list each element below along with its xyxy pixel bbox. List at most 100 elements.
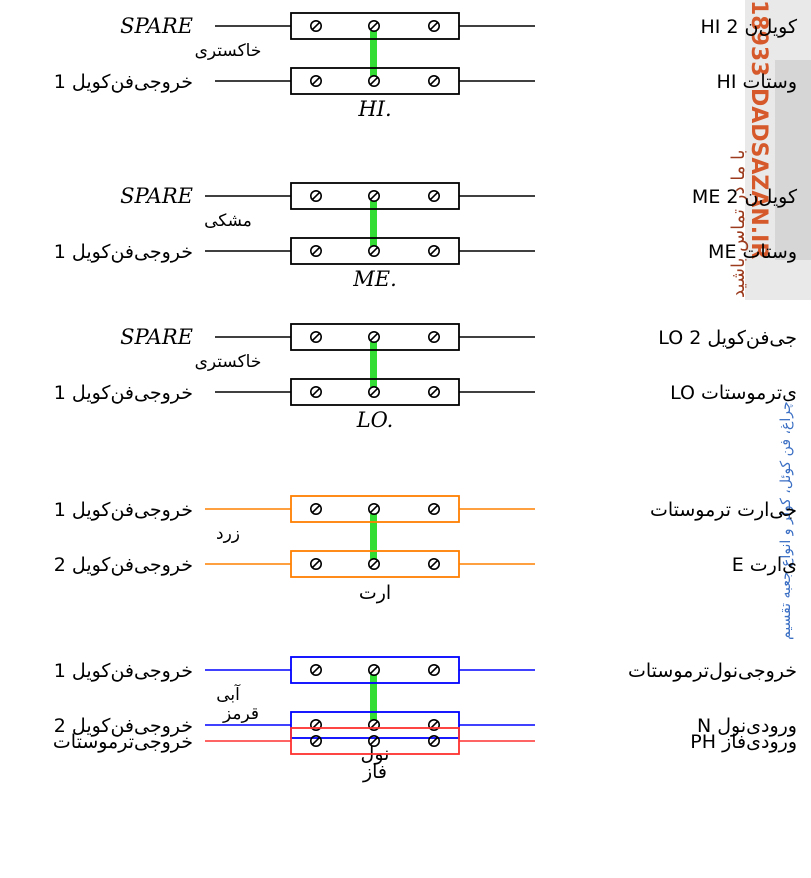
terminal-strip [290, 378, 460, 406]
screw-slot [369, 332, 379, 342]
screw-icon [309, 190, 322, 203]
screw-icon [309, 502, 322, 515]
screw-slot [429, 736, 439, 746]
screw-slot [429, 387, 439, 397]
terminal-strip [290, 711, 460, 739]
label-top-left: SPARE [120, 14, 193, 38]
screw-slot [311, 191, 321, 201]
label-right: PH ورودی‌فاز [690, 731, 797, 753]
terminal-strip [290, 323, 460, 351]
screw-icon [427, 75, 440, 88]
screw-slot [429, 665, 439, 675]
screw-slot [429, 191, 439, 201]
jumper-link [370, 31, 377, 76]
terminal-label: HI. [357, 97, 391, 121]
screw-slot [369, 736, 379, 746]
screw-icon [367, 19, 380, 32]
screw-icon [367, 75, 380, 88]
label-top-right: خروجی‌نول‌ترموستات [628, 660, 797, 682]
screw-icon [367, 502, 380, 515]
wire-color-label: مشکی [204, 211, 252, 231]
screw-icon [309, 718, 322, 731]
screw-icon [309, 385, 322, 398]
label-bottom-right: HI وستات [717, 71, 797, 93]
screw-icon [427, 245, 440, 258]
terminal-strip [290, 495, 460, 523]
terminal-strip [290, 12, 460, 40]
label-top-right: LO 2 جی‌فن‌کویل [658, 327, 797, 349]
screw-slot [369, 21, 379, 31]
screw-icon [309, 75, 322, 88]
screw-icon [309, 663, 322, 676]
label-bottom-right: LO ی‌ترموستات [670, 382, 797, 404]
screw-icon [427, 663, 440, 676]
screw-slot [369, 246, 379, 256]
screw-icon [367, 330, 380, 343]
label-top-left: SPARE [120, 184, 193, 208]
label-top-right: ME 2 کویل‌ن [692, 186, 798, 208]
label-top-left: خروجی‌فن‌کویل 1 [54, 660, 193, 682]
label-bottom-left: خروجی‌فن‌کویل 1 [54, 241, 193, 263]
label-left: خروجی‌ترموستات [53, 731, 193, 753]
watermark-site: DADSAZAN.IR [746, 88, 771, 259]
label-top-left: SPARE [120, 325, 193, 349]
screw-icon [427, 718, 440, 731]
screw-slot [369, 387, 379, 397]
wire-color-label: خاکستری [195, 352, 262, 372]
terminal-strip [290, 182, 460, 210]
jumper-link [370, 675, 377, 720]
terminal-label: ME. [352, 267, 397, 291]
screw-slot [311, 76, 321, 86]
screw-slot [369, 559, 379, 569]
wire-color-label: زرد [216, 524, 240, 544]
watermark: 18933 DADSAZAN.IR با ما در تماس باشید چر… [728, 0, 811, 640]
watermark-caption: چراغ، فن کوئل، کولر و انواع جعبه تقسیم [778, 401, 794, 640]
label-top-left: خروجی‌فن‌کویل 1 [54, 499, 193, 521]
watermark-photo-shade [775, 60, 811, 260]
screw-slot [369, 76, 379, 86]
screw-slot [311, 246, 321, 256]
screw-icon [367, 385, 380, 398]
label-bottom-right: ME وستات [708, 241, 797, 263]
screw-icon [427, 330, 440, 343]
terminal-strip [290, 727, 460, 755]
screw-icon [367, 557, 380, 570]
screw-icon [309, 557, 322, 570]
screw-icon [427, 557, 440, 570]
screw-icon [367, 718, 380, 731]
terminal-strip [290, 550, 460, 578]
label-bottom-left: خروجی‌فن‌کویل 1 [54, 71, 193, 93]
label-top-right: جی‌ارت ترموستات [650, 499, 797, 521]
wire-color-label: آبی [216, 683, 241, 705]
screw-icon [309, 245, 322, 258]
label-bottom-left: خروجی‌فن‌کویل 2 [54, 715, 193, 737]
screw-slot [311, 21, 321, 31]
screw-slot [311, 504, 321, 514]
screw-icon [309, 19, 322, 32]
jumper-link [370, 514, 377, 559]
screw-icon [367, 245, 380, 258]
screw-icon [309, 330, 322, 343]
screw-slot [369, 504, 379, 514]
screw-slot [311, 559, 321, 569]
screw-slot [429, 76, 439, 86]
screw-slot [369, 191, 379, 201]
label-bottom-right: N ورودی‌نول [697, 715, 797, 737]
terminal-strip [290, 237, 460, 265]
terminal-label: فاز [362, 761, 387, 783]
screw-slot [311, 665, 321, 675]
label-bottom-left: خروجی‌فن‌کویل 1 [54, 382, 193, 404]
screw-icon [309, 734, 322, 747]
screw-slot [311, 332, 321, 342]
label-bottom-left: خروجی‌فن‌کویل 2 [54, 554, 193, 576]
screw-slot [429, 21, 439, 31]
terminal-strip [290, 67, 460, 95]
watermark-code: 18933 [746, 0, 771, 77]
screw-slot [369, 665, 379, 675]
screw-slot [429, 504, 439, 514]
terminal-strip [290, 656, 460, 684]
screw-icon [427, 502, 440, 515]
terminal-label: ارت [359, 582, 391, 604]
screw-slot [429, 559, 439, 569]
